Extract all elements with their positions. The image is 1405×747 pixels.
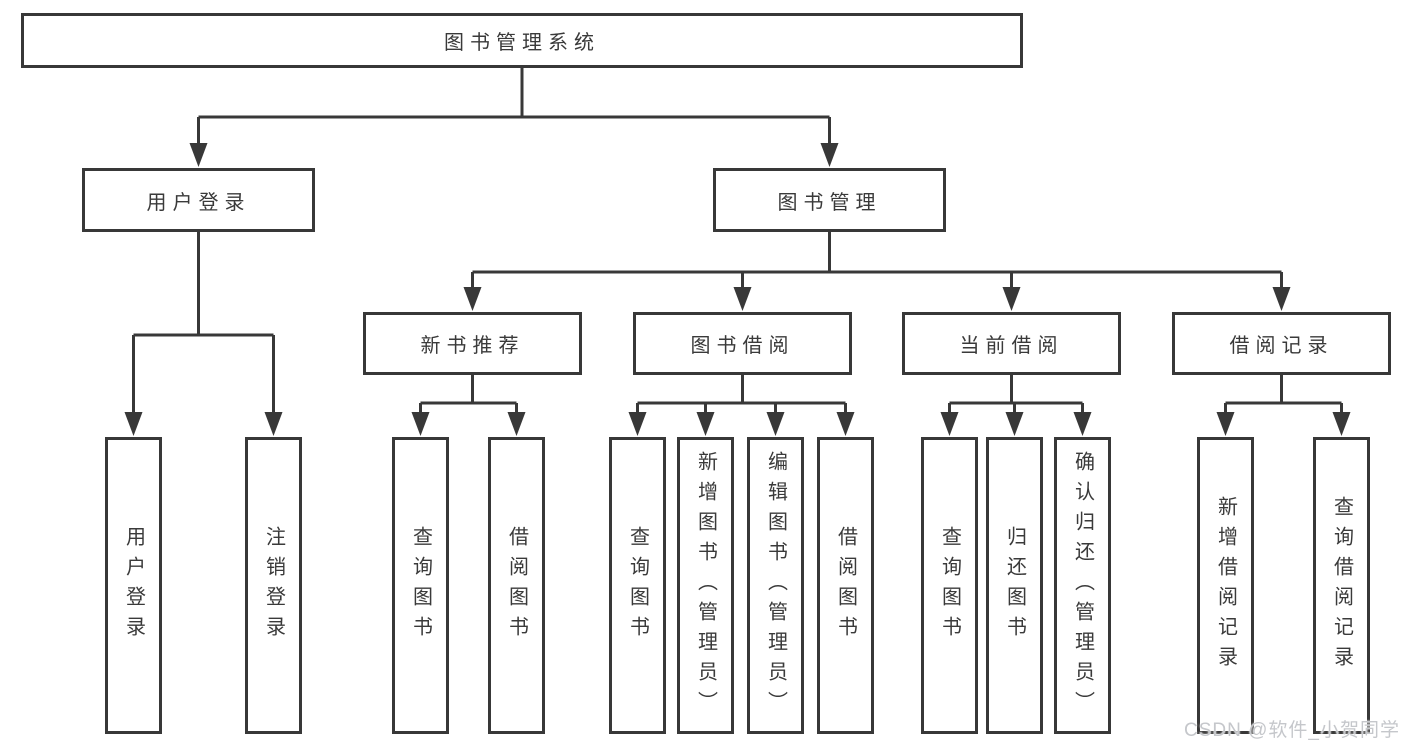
leaf-borrow-add-books-admin: 新增图书（管理员）: [677, 437, 734, 734]
leaf-label: 归还图书: [1003, 525, 1026, 646]
node-label: 图书借阅: [690, 335, 795, 357]
node-book-borrow: 图书借阅: [633, 312, 852, 375]
node-label: 用户登录: [146, 191, 251, 214]
node-label: 图书管理系统: [444, 32, 600, 54]
node-book-management: 图书管理: [713, 168, 946, 232]
leaf-label: 用户登录: [122, 525, 145, 646]
leaf-borrow-borrow-books: 借阅图书: [817, 437, 874, 734]
leaf-recommend-borrow-books: 借阅图书: [488, 437, 545, 734]
leaf-borrow-query-books: 查询图书: [609, 437, 666, 734]
arrowhead-icons: [124, 143, 1351, 436]
tree-edges: [132, 68, 1343, 418]
leaf-record-add-borrow-record: 新增借阅记录: [1197, 437, 1254, 734]
leaf-label: 新增借阅记录: [1214, 495, 1237, 676]
node-borrow-record: 借阅记录: [1172, 312, 1391, 375]
node-label: 图书管理: [777, 191, 882, 214]
leaf-recommend-query-books: 查询图书: [392, 437, 449, 734]
leaf-label: 借阅图书: [834, 525, 857, 646]
node-label: 新书推荐: [420, 335, 525, 357]
leaf-label: 查询图书: [938, 525, 961, 646]
node-current-borrow: 当前借阅: [902, 312, 1121, 375]
leaf-label: 注销登录: [262, 525, 285, 646]
leaf-current-return-books: 归还图书: [986, 437, 1043, 734]
node-library-management-system: 图书管理系统: [21, 13, 1023, 68]
leaf-label: 编辑图书（管理员）: [764, 450, 787, 721]
node-label: 借阅记录: [1229, 335, 1334, 357]
leaf-label: 确认归还（管理员）: [1071, 450, 1094, 721]
leaf-borrow-edit-books-admin: 编辑图书（管理员）: [747, 437, 804, 734]
csdn-watermark: CSDN @软件_小贺同学: [1184, 720, 1400, 741]
leaf-user-login: 用户登录: [105, 437, 162, 734]
leaf-label: 借阅图书: [505, 525, 528, 646]
leaf-label: 新增图书（管理员）: [694, 450, 717, 721]
leaf-current-confirm-return-admin: 确认归还（管理员）: [1054, 437, 1111, 734]
node-label: 当前借阅: [959, 335, 1064, 357]
node-new-book-recommend: 新书推荐: [363, 312, 582, 375]
leaf-label: 查询借阅记录: [1330, 495, 1353, 676]
leaf-label: 查询图书: [626, 525, 649, 646]
leaf-current-query-books: 查询图书: [921, 437, 978, 734]
node-user-login: 用户登录: [82, 168, 315, 232]
leaf-record-query-borrow-record: 查询借阅记录: [1313, 437, 1370, 734]
leaf-logout: 注销登录: [245, 437, 302, 734]
leaf-label: 查询图书: [409, 525, 432, 646]
